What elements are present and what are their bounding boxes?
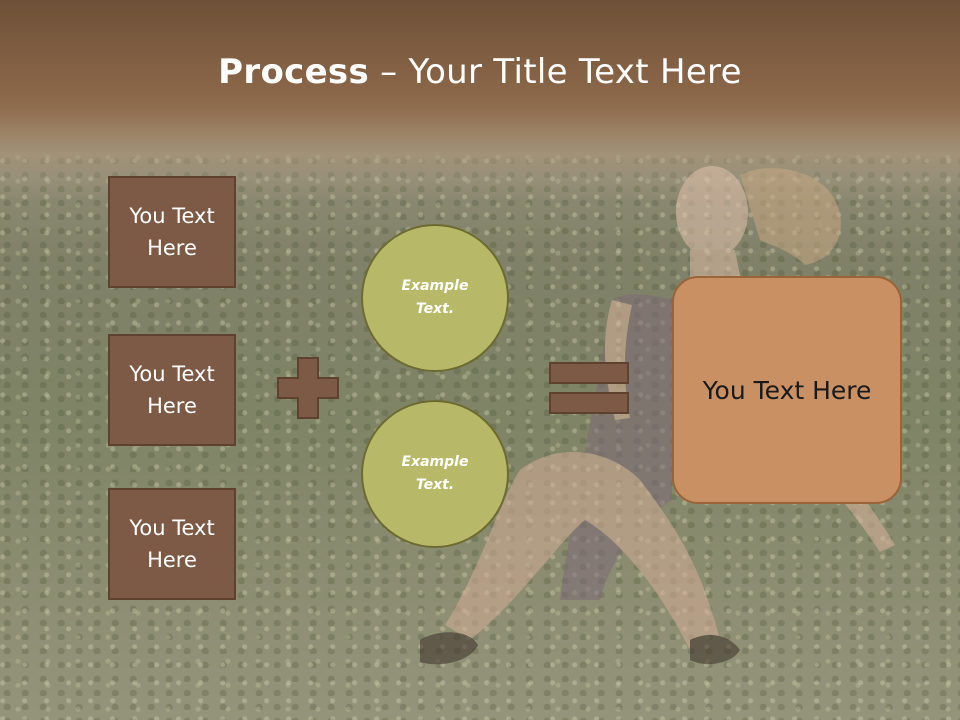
circle-2-line1: Example bbox=[401, 454, 469, 470]
left-box-3-line1: You Text bbox=[129, 516, 215, 540]
left-box-2-line2: Here bbox=[147, 394, 197, 418]
circle-1-line1: Example bbox=[401, 278, 469, 294]
circle-2-line2: Text. bbox=[415, 477, 455, 493]
result-label: You Text Here bbox=[702, 375, 872, 405]
left-box-1-line2: Here bbox=[147, 236, 197, 260]
slide-title: Process – Your Title Text Here bbox=[0, 52, 960, 92]
title-bold: Process bbox=[218, 52, 370, 92]
left-box-2-line1: You Text bbox=[129, 362, 215, 386]
equals-icon bbox=[549, 362, 629, 414]
title-rest: – Your Title Text Here bbox=[369, 52, 742, 92]
result-box[interactable]: You Text Here bbox=[672, 276, 902, 504]
circle-1-line2: Text. bbox=[415, 301, 455, 317]
left-box-3-line2: Here bbox=[147, 548, 197, 572]
plus-icon bbox=[277, 357, 339, 419]
left-box-1-line1: You Text bbox=[129, 204, 215, 228]
